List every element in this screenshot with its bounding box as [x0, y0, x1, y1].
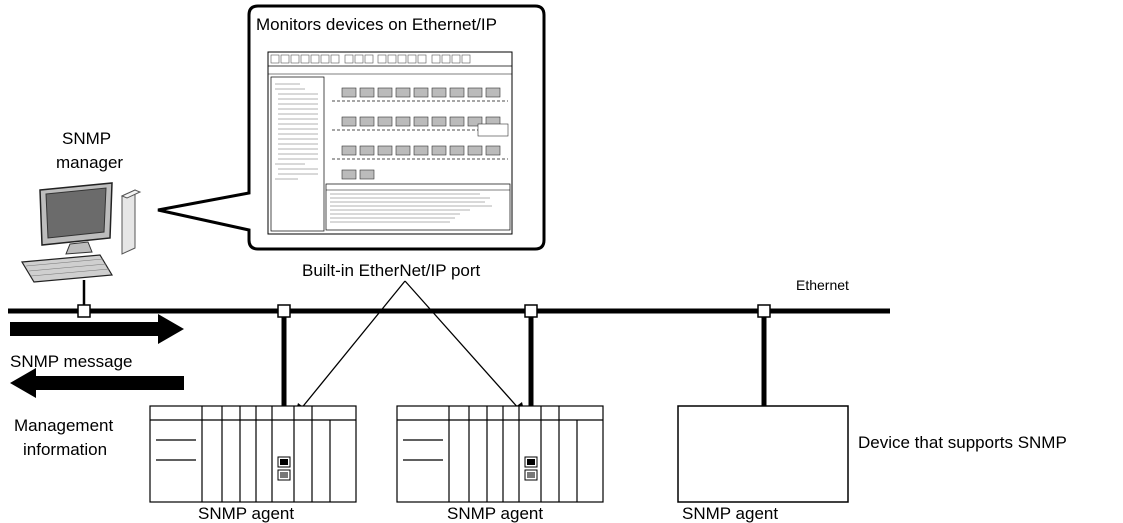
plc-controller — [396, 405, 604, 503]
monitor-screenshot — [267, 51, 513, 235]
port-label: Built-in EtherNet/IP port — [302, 261, 481, 280]
agent-label: SNMP agent — [682, 504, 778, 523]
tap-connector — [524, 304, 538, 318]
tap-connector — [757, 304, 771, 318]
device-grid — [332, 87, 509, 180]
management-info-label-line1: Management — [14, 416, 114, 435]
snmp-device-box — [677, 405, 849, 503]
computer-icon — [20, 182, 142, 283]
device-row — [341, 145, 501, 156]
snmp-message-label: SNMP message — [10, 352, 133, 371]
log-lines — [330, 193, 492, 223]
tree-items — [275, 83, 318, 180]
management-info-label-line2: information — [23, 440, 107, 459]
ethernet-port-icon — [524, 456, 538, 481]
management-info-arrow — [10, 368, 184, 398]
device-row — [341, 169, 375, 180]
callout-title: Monitors devices on Ethernet/IP — [256, 15, 497, 34]
plc-controller — [149, 405, 357, 503]
toolbar-icons — [270, 54, 471, 64]
device-row — [341, 87, 501, 98]
agent-label: SNMP agent — [447, 504, 543, 523]
ethernet-label: Ethernet — [796, 277, 849, 293]
port-pointer-arrows — [299, 280, 521, 411]
manager-label-line2: manager — [56, 153, 123, 172]
device-description: Device that supports SNMP — [858, 433, 1067, 452]
snmp-message-arrow — [10, 314, 184, 344]
tap-connector — [277, 304, 291, 318]
log-panel — [325, 183, 511, 231]
manager-label-line1: SNMP — [62, 129, 111, 148]
device-row — [341, 116, 501, 127]
ethernet-port-icon — [277, 456, 291, 481]
agent-label: SNMP agent — [198, 504, 294, 523]
tap-connector — [77, 304, 91, 318]
